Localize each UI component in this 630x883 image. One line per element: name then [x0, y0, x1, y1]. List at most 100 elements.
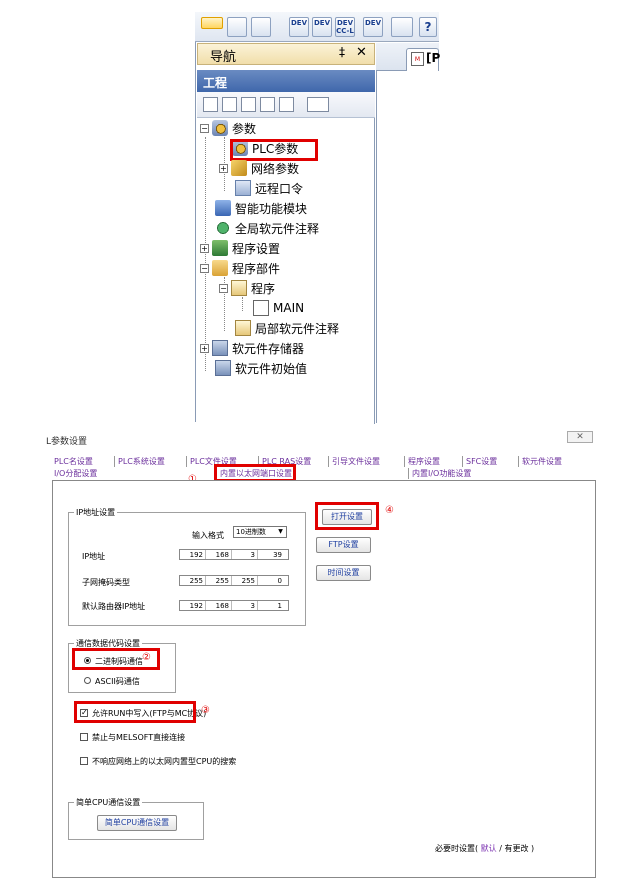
- network-parameter-icon: [231, 160, 247, 176]
- time-settings-button[interactable]: 时间设置: [316, 565, 371, 581]
- ftp-settings-button[interactable]: FTP设置: [316, 537, 371, 553]
- allow-run-write-label: 允许RUN中写入(FTP与MC协议): [92, 709, 207, 718]
- project-section-header[interactable]: 工程: [197, 70, 375, 92]
- subnet-field[interactable]: 255 255 255 0: [179, 575, 289, 586]
- tree-item-label: 远程口令: [255, 181, 304, 196]
- gateway-field[interactable]: 192 168 3 1: [179, 600, 289, 611]
- program-parts-icon: [212, 260, 228, 276]
- navigation-title: 导航: [210, 50, 237, 65]
- tree-item-remote-password[interactable]: 远程口令: [235, 179, 303, 197]
- sort-icon[interactable]: [307, 97, 329, 112]
- expand-icon[interactable]: +: [200, 343, 209, 353]
- pin-icon[interactable]: ‡: [339, 45, 345, 59]
- no-search-checkbox[interactable]: [80, 757, 88, 765]
- plc-parameter-icon: [232, 140, 248, 156]
- refresh-icon[interactable]: [279, 97, 294, 112]
- binary-radio[interactable]: [84, 657, 91, 664]
- ip-octet[interactable]: 168: [206, 550, 232, 559]
- help-icon[interactable]: ?: [419, 17, 437, 37]
- input-format-label: 输入格式: [192, 531, 224, 540]
- ip-octet[interactable]: 39: [273, 551, 282, 559]
- module-icon[interactable]: [227, 17, 247, 37]
- collapse-icon[interactable]: −: [200, 263, 209, 273]
- gateway-octet[interactable]: 1: [277, 602, 282, 610]
- tree-item-label: 网络参数: [251, 161, 300, 176]
- subnet-octet[interactable]: 0: [277, 577, 282, 585]
- tree-item-global-comment[interactable]: 全局软元件注释: [215, 219, 319, 237]
- no-melsoft-checkbox[interactable]: [80, 733, 88, 741]
- tree-item-intelligent-module[interactable]: 智能功能模块: [215, 199, 307, 217]
- dev-monitor-icon[interactable]: DEV: [363, 17, 383, 37]
- input-format-select[interactable]: 10进制数 ▼: [233, 526, 287, 538]
- group-label: 简单CPU通信设置: [74, 797, 143, 808]
- subnet-octet[interactable]: 255: [232, 576, 258, 585]
- find-icon[interactable]: [391, 17, 413, 37]
- collapse-icon[interactable]: −: [219, 283, 228, 293]
- tree-item-program-parts[interactable]: − 程序部件: [200, 259, 280, 277]
- tab-builtin-io[interactable]: 内置I/O功能设置: [408, 468, 471, 479]
- no-melsoft-label: 禁止与MELSOFT直接连接: [92, 733, 186, 742]
- tab-plc-ras[interactable]: PLC RAS设置: [258, 456, 311, 467]
- footer-note: 必要时设置( 默认 / 有更改 ): [435, 843, 534, 854]
- dev-icon[interactable]: DEV: [312, 17, 332, 37]
- project-icon[interactable]: [201, 17, 223, 29]
- close-icon[interactable]: ✕: [567, 431, 593, 443]
- tree-item-label: 全局软元件注释: [235, 221, 320, 236]
- ip-octet[interactable]: 192: [180, 550, 206, 559]
- annotation-highlight-box: [230, 139, 318, 161]
- tree-item-program-setting[interactable]: + 程序设置: [200, 239, 280, 257]
- project-toolbar: [197, 92, 375, 118]
- tree-item-label: PLC参数: [252, 141, 299, 156]
- close-icon[interactable]: ✕: [356, 45, 367, 60]
- ip-octet[interactable]: 3: [232, 550, 258, 559]
- footer-prefix: 必要时设置(: [435, 844, 479, 853]
- annotation-marker: ②: [142, 652, 151, 663]
- intelligent-module-icon: [215, 200, 231, 216]
- main-toolbar: DEV DEV DEV CC-L DEV ?: [195, 12, 439, 42]
- collapse-icon[interactable]: −: [200, 123, 209, 133]
- copy-icon[interactable]: [222, 97, 237, 112]
- gateway-octet[interactable]: 192: [180, 601, 206, 610]
- main-program-icon: [253, 300, 269, 316]
- select-value: 10进制数: [236, 528, 266, 536]
- open-settings-button[interactable]: 打开设置: [322, 509, 372, 525]
- paste-icon[interactable]: [241, 97, 256, 112]
- gateway-octet[interactable]: 3: [232, 601, 258, 610]
- dialog-title: L参数设置: [46, 437, 88, 447]
- tab-boot-file[interactable]: 引导文件设置: [328, 456, 380, 467]
- new-data-icon[interactable]: [203, 97, 218, 112]
- tree-item-device-memory[interactable]: + 软元件存储器: [200, 339, 304, 357]
- tab-io-assign[interactable]: I/O分配设置: [54, 469, 98, 478]
- dev-cc-icon[interactable]: DEV CC-L: [335, 17, 355, 37]
- annotation-highlight-box: [315, 502, 379, 530]
- tab-strip: PLC名设置 PLC系统设置 PLC文件设置 PLC RAS设置 引导文件设置 …: [52, 452, 592, 480]
- tree-item-plc-parameter[interactable]: PLC参数: [232, 139, 298, 157]
- tab-program[interactable]: 程序设置: [404, 456, 440, 467]
- tree-item-parameter[interactable]: − 参数: [200, 119, 256, 137]
- dev-icon[interactable]: DEV: [289, 17, 309, 37]
- tree-item-local-comment[interactable]: 局部软元件注释: [235, 319, 339, 337]
- tree-item-label: 程序: [251, 281, 276, 296]
- tab-builtin-ethernet[interactable]: 内置以太网端口设置: [218, 468, 294, 479]
- allow-run-write-checkbox[interactable]: ✓: [80, 708, 88, 717]
- tab-device[interactable]: 软元件设置: [518, 456, 562, 467]
- expand-icon[interactable]: +: [219, 163, 228, 173]
- list-icon[interactable]: [251, 17, 271, 37]
- tab-sfc[interactable]: SFC设置: [462, 456, 497, 467]
- tab-plc-name[interactable]: PLC名设置: [54, 457, 93, 466]
- ascii-radio[interactable]: [84, 677, 91, 684]
- tree-item-program[interactable]: − 程序: [219, 279, 275, 297]
- default-legend: 默认: [480, 844, 497, 853]
- subnet-octet[interactable]: 255: [206, 576, 232, 585]
- tree-item-network-parameter[interactable]: + 网络参数: [219, 159, 299, 177]
- tab-plc-system[interactable]: PLC系统设置: [114, 456, 165, 467]
- property-icon[interactable]: [260, 97, 275, 112]
- tree-item-main[interactable]: MAIN: [253, 299, 304, 317]
- tab-plc-file[interactable]: PLC文件设置: [186, 456, 237, 467]
- subnet-octet[interactable]: 255: [180, 576, 206, 585]
- gateway-octet[interactable]: 168: [206, 601, 232, 610]
- ip-address-field[interactable]: 192 168 3 39: [179, 549, 289, 560]
- simple-cpu-button[interactable]: 简单CPU通信设置: [97, 815, 177, 831]
- tree-item-device-init[interactable]: 软元件初始值: [215, 359, 307, 377]
- expand-icon[interactable]: +: [200, 243, 209, 253]
